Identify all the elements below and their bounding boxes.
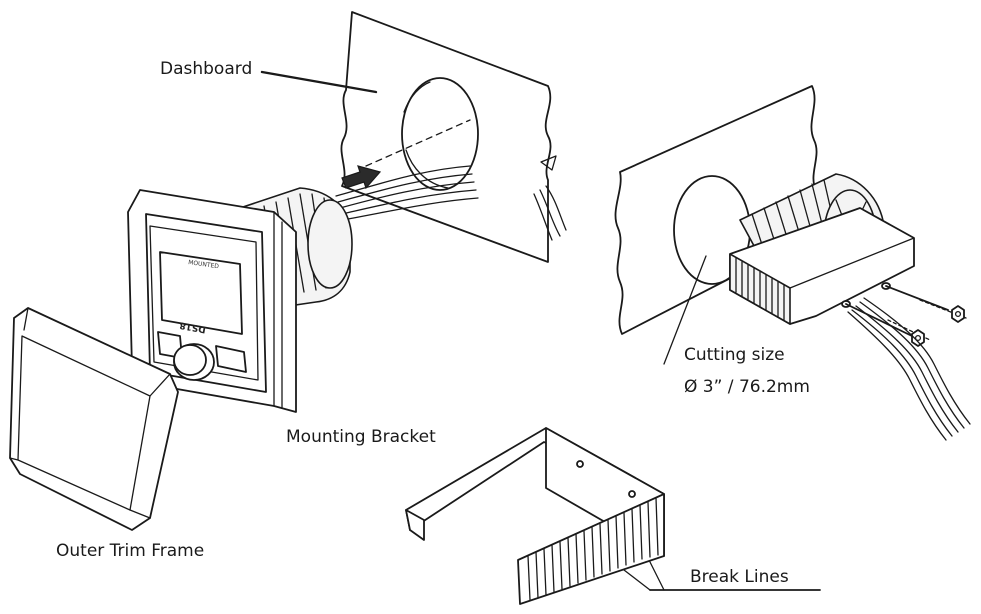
label-cutting-dimension: Ø 3” / 76.2mm [684,377,810,397]
nut-icon [911,329,925,347]
lcd-display [159,251,243,335]
screen-text: MOUNTED [188,259,220,270]
label-dashboard: Dashboard [160,59,252,79]
outer-trim-frame [9,307,179,531]
wiring-harness-left [335,155,567,241]
leader-lines [260,70,821,591]
label-break-lines: Break Lines [690,567,789,587]
brand-logo: DS18 [179,320,207,334]
label-mounting-bracket: Mounting Bracket [286,427,436,447]
break-bracket [405,427,665,605]
dashboard-panel-left [340,11,552,263]
right-button [215,345,247,373]
label-cutting-size: Cutting size [684,345,785,365]
nut-icon [951,305,965,323]
insert-arrow-icon [341,165,382,190]
head-unit-faceplate: MOUNTED DS18 [145,213,267,393]
wiring-harness-right [847,297,971,441]
installed-unit-rear [729,173,967,341]
label-outer-trim-frame: Outer Trim Frame [56,541,204,561]
